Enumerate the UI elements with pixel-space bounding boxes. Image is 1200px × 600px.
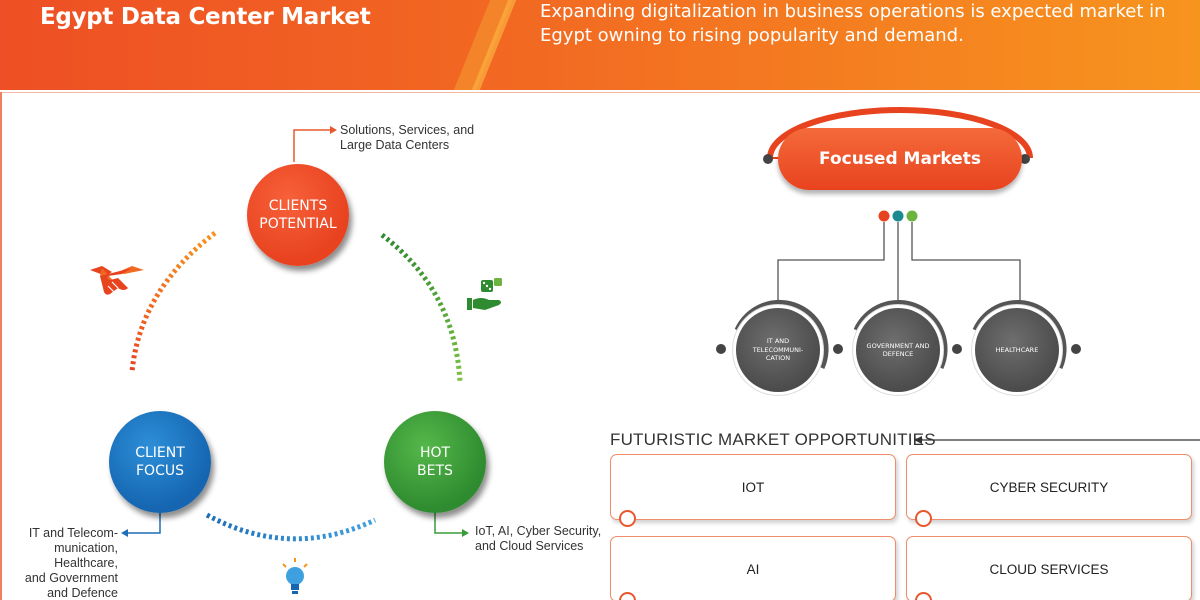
focused-markets-title: Focused Markets [778, 128, 1022, 190]
connector-dot-green [906, 210, 918, 222]
connector-it [777, 222, 885, 302]
segment-arc-gov [853, 300, 948, 370]
client-focus-node: CLIENT FOCUS [109, 411, 211, 513]
page-title: Egypt Data Center Market [40, 4, 371, 30]
clients-potential-node: CLIENTS POTENTIAL [247, 164, 349, 266]
opportunity-label: CLOUD SERVICES [989, 561, 1109, 577]
header-underline [0, 92, 1200, 93]
leader-client-focus [128, 508, 161, 534]
focused-markets-frame [767, 107, 1033, 159]
clients-potential-note: Solutions, Services, and Large Data Cent… [340, 123, 475, 152]
lightbulb-icon [282, 558, 308, 594]
leader-clients-arrow [330, 126, 337, 134]
leader-hot-bets-arrow [462, 529, 469, 537]
client-focus-label: CLIENT FOCUS [135, 445, 185, 479]
opportunities-arrow-head [914, 436, 922, 444]
frame-dot-left [763, 154, 773, 164]
arc-clients-to-hot-bets [380, 233, 463, 383]
hot-bets-note: IoT, AI, Cyber Security, and Cloud Servi… [475, 524, 602, 553]
hot-bets-label: HOT BETS [417, 445, 453, 479]
opportunity-label: IOT [741, 479, 765, 495]
leader-client-focus-arrow [121, 529, 128, 537]
header-description: Expanding digitalization in business ope… [540, 1, 1166, 46]
header-banner: Egypt Data Center Market Expanding digit… [0, 0, 1200, 90]
frame-dot-right [1020, 154, 1030, 164]
segment-it-telecom: IT AND TELECOMMUNI- CATION [736, 308, 820, 392]
handshake-icon [90, 266, 144, 295]
arc-client-focus-to-hot-bets [205, 512, 377, 542]
opportunity-label: CYBER SECURITY [989, 479, 1109, 495]
hot-bets-node: HOT BETS [384, 411, 486, 513]
connector-health [911, 222, 1021, 302]
segment-government-defence: GOVERNMENT AND DEFENCE [856, 308, 940, 392]
opportunity-cloud-services: CLOUD SERVICES [906, 536, 1192, 600]
left-border [0, 92, 2, 600]
opportunity-marker [619, 510, 636, 527]
hand-dice-icon [467, 278, 502, 310]
segment-healthcare: HEALTHCARE [975, 308, 1059, 392]
leader-clients-potential [293, 129, 330, 162]
segment-arc-it [734, 300, 829, 370]
opportunities-heading: FUTURISTIC MARKET OPPORTUNITIES [610, 430, 936, 449]
opportunity-label: AI [746, 561, 760, 577]
clients-potential-label: CLIENTS POTENTIAL [259, 198, 337, 232]
opportunity-iot: IOT [610, 454, 896, 527]
client-focus-note: IT and Telecom- munication, Healthcare, … [24, 526, 118, 600]
segment-arc-health [972, 300, 1067, 370]
leader-hot-bets [434, 508, 462, 534]
connector-dot-red [878, 210, 890, 222]
opportunity-marker [915, 592, 932, 600]
arc-clients-to-client-focus [129, 231, 217, 373]
opportunity-marker [619, 592, 636, 600]
opportunity-cyber-security: CYBER SECURITY [906, 454, 1192, 527]
connector-dot-teal [892, 210, 904, 222]
opportunity-ai: AI [610, 536, 896, 600]
opportunity-marker [915, 510, 932, 527]
